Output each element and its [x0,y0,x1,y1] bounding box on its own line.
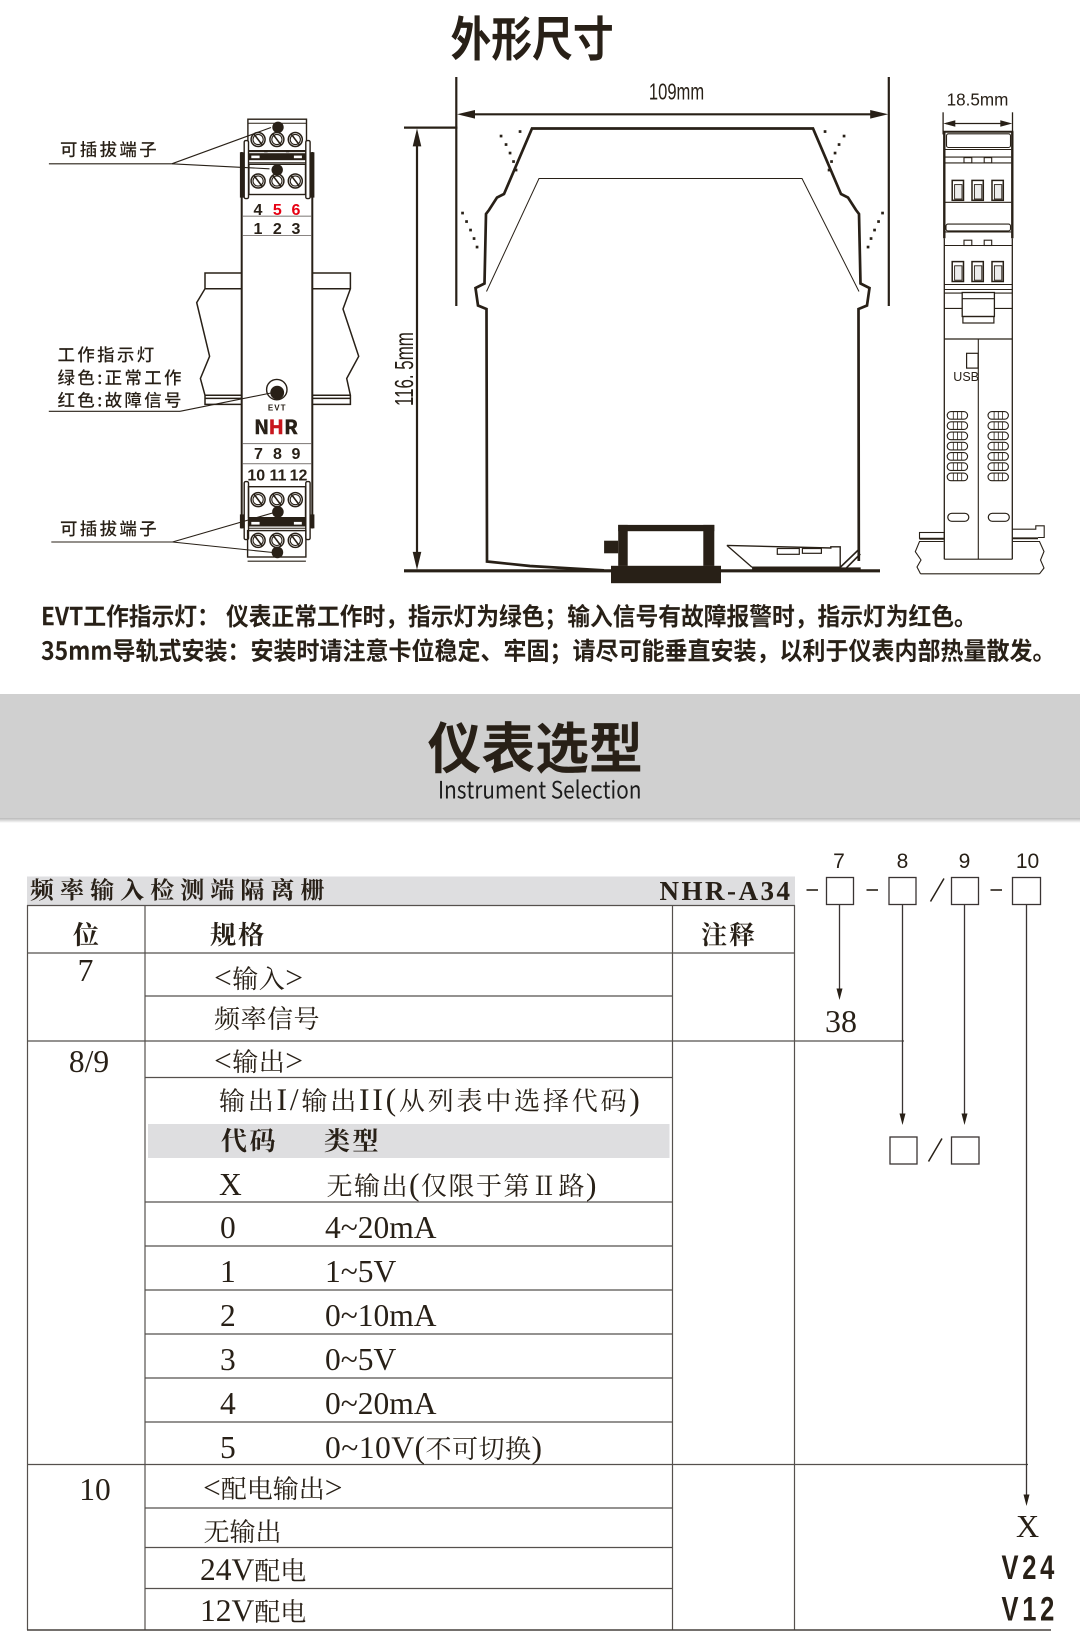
svg-text:3: 3 [220,1342,236,1377]
svg-text:116. 5mm: 116. 5mm [389,332,419,406]
svg-text:USB: USB [953,370,979,384]
svg-text:1: 1 [220,1254,236,1289]
svg-text:8: 8 [897,850,909,873]
svg-text:2: 2 [220,1298,236,1333]
svg-text:EVT: EVT [268,404,287,413]
svg-text:0~10mA: 0~10mA [325,1298,437,1333]
svg-text:7: 7 [78,953,94,988]
svg-text:X: X [219,1167,242,1202]
svg-text:10: 10 [1016,850,1039,873]
svg-text:11: 11 [269,467,286,484]
svg-text:NHR-A34: NHR-A34 [660,876,793,906]
svg-text:9: 9 [292,446,301,463]
svg-text:5: 5 [273,202,282,219]
svg-text:18.5mm: 18.5mm [947,89,1009,110]
svg-text:0: 0 [220,1210,236,1245]
svg-text:7: 7 [254,446,263,463]
svg-text:7: 7 [833,850,845,873]
svg-text:X: X [1016,1508,1039,1544]
svg-text:1: 1 [254,221,263,238]
svg-text:10: 10 [79,1472,111,1507]
svg-text:V12: V12 [1002,1591,1059,1628]
svg-text:0~20mA: 0~20mA [325,1386,437,1421]
svg-text:6: 6 [292,202,301,219]
svg-text:4~20mA: 4~20mA [325,1210,437,1245]
svg-text:8/9: 8/9 [69,1044,109,1079]
svg-text:3: 3 [292,221,301,238]
svg-text:2: 2 [273,221,282,238]
svg-text:38: 38 [825,1003,857,1039]
svg-text:0~5V: 0~5V [325,1342,397,1377]
svg-text:4: 4 [220,1386,236,1421]
svg-text:10: 10 [247,467,265,484]
svg-text:9: 9 [959,850,971,873]
svg-text:12: 12 [290,467,308,484]
svg-text:1~5V: 1~5V [325,1254,397,1289]
svg-text:5: 5 [220,1430,236,1465]
svg-text:109mm: 109mm [649,80,704,105]
svg-text:V24: V24 [1002,1550,1059,1587]
svg-text:4: 4 [254,202,263,219]
svg-text:8: 8 [273,446,282,463]
